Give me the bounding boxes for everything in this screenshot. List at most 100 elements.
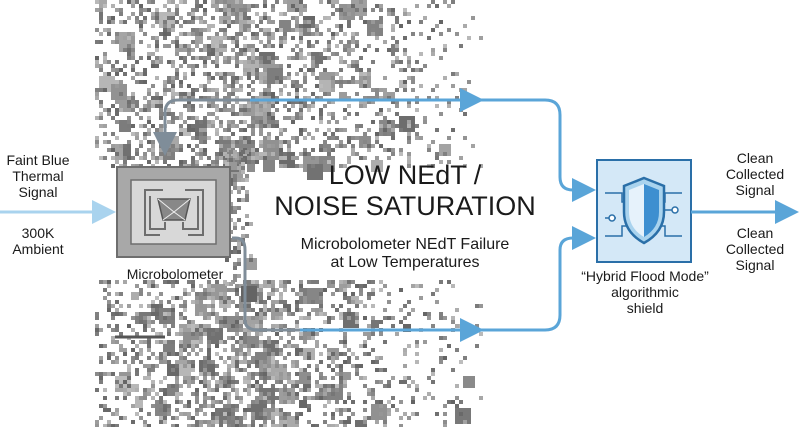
noise-pixel [383,88,387,92]
noise-pixel [387,148,391,152]
noise-pixel [379,96,383,100]
noise-pixel [319,296,323,300]
noise-pixel [195,388,199,392]
noise-pixel [443,336,447,340]
noise-pixel [107,372,111,376]
noise-pixel [275,124,279,128]
noise-pixel [243,52,247,56]
noise-pixel [119,388,123,392]
noise-pixel [183,120,187,124]
noise-pixel [291,384,295,388]
noise-pixel [387,316,391,320]
noise-pixel [311,56,315,60]
noise-pixel [233,222,237,226]
noise-pixel [311,92,315,96]
noise-pixel [275,120,279,124]
noise-pixel [395,104,399,108]
noise-pixel [195,396,199,400]
noise-pixel [363,400,367,404]
noise-pixel [347,280,351,284]
noise-pixel [239,48,243,52]
noise-pixel [203,292,207,296]
noise-pixel [203,324,207,328]
noise-pixel [371,332,375,336]
noise-pixel [251,424,255,427]
noise-pixel [399,416,403,420]
noise-pixel [395,20,399,24]
noise-pixel [251,80,255,84]
noise-pixel [119,20,123,24]
noise-pixel [455,308,459,312]
noise-pixel [363,352,367,356]
noise-pixel [203,328,207,332]
noise-pixel [179,132,183,136]
noise-pixel [259,308,263,312]
noise-pixel [131,40,135,44]
noise-pixel [439,20,443,24]
noise-pixel [111,360,115,364]
noise-pixel [199,324,203,328]
noise-pixel [359,156,363,160]
noise-pixel [283,128,287,132]
noise-pixel [279,324,283,328]
noise-pixel [123,380,127,384]
noise-pixel [199,48,203,52]
noise-pixel [295,372,299,376]
noise-pixel [431,324,435,328]
noise-pixel [387,48,391,52]
noise-pixel [245,214,249,218]
noise-pixel [299,0,303,4]
noise-pixel [331,384,335,388]
noise-pixel [275,332,279,336]
noise-pixel [227,84,231,88]
noise-pixel [371,144,375,148]
noise-pixel [279,376,283,380]
noise-pixel [335,364,339,368]
noise-pixel [343,288,347,292]
noise-pixel [215,152,219,156]
noise-pixel [379,412,383,416]
noise-pixel [359,284,363,288]
noise-pixel [351,80,355,84]
noise-pixel [151,328,155,332]
text: algorithmic [611,284,679,301]
noise-pixel [407,76,411,80]
noise-pixel [245,150,249,154]
noise-pixel [123,392,127,396]
noise-pixel [399,308,403,312]
noise-pixel [259,344,263,348]
noise-pixel [199,424,203,427]
noise-pixel [215,64,219,68]
noise-pixel [191,124,195,128]
noise-pixel [171,280,175,284]
noise-pixel [307,104,311,108]
noise-pixel [319,360,323,364]
noise-pixel [183,44,187,48]
noise-pixel [159,332,163,336]
noise-pixel [447,28,451,32]
noise-pixel [363,84,367,88]
noise-pixel [439,360,443,364]
noise-pixel [95,92,99,96]
noise-pixel [243,68,247,72]
noise-pixel [471,144,475,148]
noise-pixel [103,296,107,300]
noise-pixel [123,388,127,392]
noise-pixel [315,368,319,372]
noise-pixel [147,372,151,376]
noise-pixel [323,288,327,292]
noise-pixel [295,304,299,308]
noise-pixel [251,344,255,348]
noise-pixel [111,148,115,152]
noise-pixel [451,84,455,88]
noise-pixel [233,238,237,242]
noise-pixel [259,108,263,112]
noise-pixel [99,372,103,376]
noise-pixel [395,44,399,48]
noise-pixel [123,360,127,364]
noise-pixel [171,80,175,84]
noise-pixel [123,64,127,68]
noise-pixel [115,312,119,316]
noise-pixel [291,312,295,316]
noise-pixel [171,284,175,288]
